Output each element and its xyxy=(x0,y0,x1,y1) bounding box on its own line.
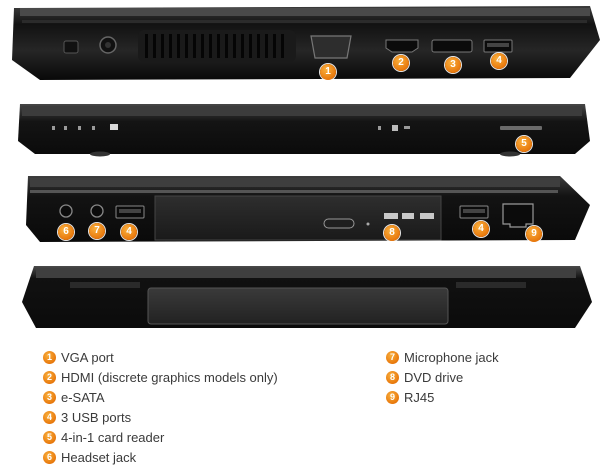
callout-marker-4: 4 xyxy=(121,224,137,240)
callout-marker-3: 3 xyxy=(445,57,461,73)
laptop-left-side-view xyxy=(12,6,600,80)
hinge xyxy=(456,282,526,288)
callout-marker-9: 9 xyxy=(526,226,542,242)
dvd-eject-button xyxy=(323,218,355,229)
legend-item: 5 4-in-1 card reader xyxy=(43,427,278,447)
legend-label: VGA port xyxy=(61,349,114,365)
vga-port xyxy=(310,35,352,59)
callout-marker-8: 8 xyxy=(384,225,400,241)
legend-label: 3 USB ports xyxy=(61,409,132,425)
legend-label: DVD drive xyxy=(404,369,464,385)
callout-marker-5: 5 xyxy=(516,136,532,152)
legend-number-badge: 5 xyxy=(43,430,56,444)
keyboard-deck-edge xyxy=(22,20,587,23)
dvd-logos xyxy=(384,213,434,219)
callout-marker-4: 4 xyxy=(473,221,489,237)
legend-item: 6 Headset jack xyxy=(43,447,278,467)
legend-label: Headset jack xyxy=(61,449,137,465)
hinge xyxy=(70,282,140,288)
legend-number-badge: 8 xyxy=(386,370,399,384)
legend-item: 3 e-SATA xyxy=(43,387,278,407)
security-lock-slot xyxy=(63,40,79,54)
laptop-port-diagram: 1 2 3 4 5 6 7 4 4 9 8 xyxy=(12,6,600,328)
legend-column-left: 1 VGA port 2 HDMI (discrete graphics mod… xyxy=(43,347,278,467)
card-reader-slot xyxy=(500,126,542,130)
callout-marker-7: 7 xyxy=(89,223,105,239)
legend-number-badge: 2 xyxy=(43,370,56,384)
status-indicators xyxy=(52,124,410,131)
lid-edge xyxy=(36,268,576,278)
legend-number-badge: 7 xyxy=(386,350,399,364)
legend-label: Microphone jack xyxy=(404,349,499,365)
legend-number-badge: 4 xyxy=(43,410,56,424)
legend-label: HDMI (discrete graphics models only) xyxy=(61,369,278,385)
legend-label: e-SATA xyxy=(61,389,105,405)
legend-item: 7 Microphone jack xyxy=(386,347,499,367)
rubber-foot xyxy=(90,151,110,157)
legend-column-right: 7 Microphone jack 8 DVD drive 9 RJ45 xyxy=(386,347,499,407)
callout-marker-1: 1 xyxy=(320,64,336,80)
legend-item: 2 HDMI (discrete graphics models only) xyxy=(43,367,278,387)
lid-edge xyxy=(20,8,590,16)
laptop-front-view xyxy=(18,104,590,157)
esata-port xyxy=(431,39,473,53)
rubber-foot xyxy=(500,151,520,157)
lid-edge xyxy=(30,178,560,187)
rj45-port xyxy=(502,203,534,228)
legend-number-badge: 6 xyxy=(43,450,56,464)
lid-edge xyxy=(22,106,582,116)
callout-marker-4: 4 xyxy=(491,53,507,69)
legend-item: 9 RJ45 xyxy=(386,387,499,407)
headset-jack xyxy=(59,204,73,218)
laptop-body xyxy=(18,104,590,154)
battery-pack xyxy=(147,287,449,325)
legend-item: 1 VGA port xyxy=(43,347,278,367)
legend-number-badge: 9 xyxy=(386,390,399,404)
legend: 1 VGA port 2 HDMI (discrete graphics mod… xyxy=(0,347,609,474)
microphone-jack xyxy=(90,204,104,218)
legend-item: 8 DVD drive xyxy=(386,367,499,387)
air-vent xyxy=(138,30,296,62)
legend-item: 4 3 USB ports xyxy=(43,407,278,427)
legend-number-badge: 1 xyxy=(43,350,56,364)
hdmi-port xyxy=(385,39,419,53)
legend-number-badge: 3 xyxy=(43,390,56,404)
legend-label: 4-in-1 card reader xyxy=(61,429,165,445)
callout-marker-6: 6 xyxy=(58,224,74,240)
legend-label: RJ45 xyxy=(404,389,435,405)
laptop-back-view xyxy=(22,266,592,328)
callout-marker-2: 2 xyxy=(393,55,409,71)
laptop-right-side-view xyxy=(26,176,590,242)
